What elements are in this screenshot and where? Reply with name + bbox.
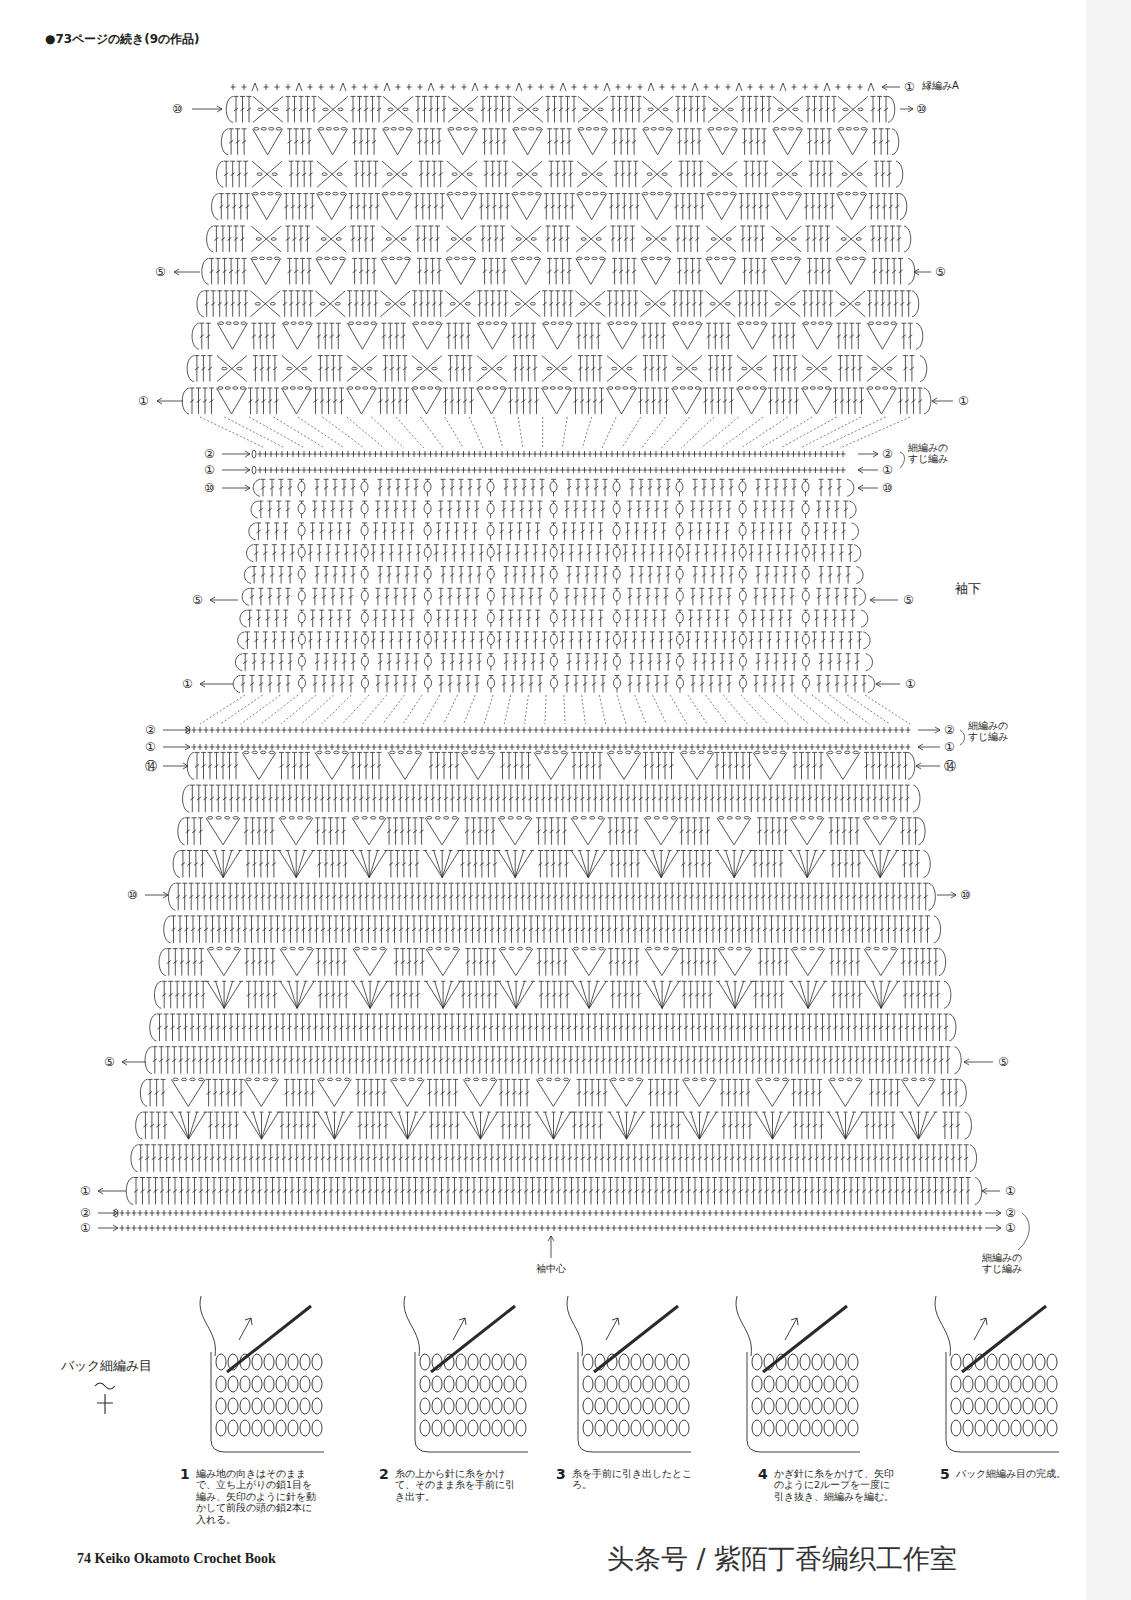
row-number: ⑩ (172, 102, 183, 116)
row-number: ① (182, 677, 193, 691)
row-number: ① (958, 394, 969, 408)
stitch-illustration (404, 1296, 528, 1452)
crochet-hook (431, 1306, 515, 1372)
row-number: ① (204, 463, 215, 477)
label-text: バック細編み目 (61, 1358, 152, 1374)
row-number: ⑤ (192, 593, 203, 607)
dashed-guide-lines (200, 417, 910, 724)
stitch-symbols-middle (233, 450, 875, 693)
crochet-hook (962, 1306, 1046, 1372)
row-number: ⑭ (944, 759, 956, 773)
row-number: ① (1005, 1221, 1016, 1235)
row-number: ① (944, 740, 955, 754)
label-text: 縁編みA (922, 80, 959, 92)
row-number: ② (1005, 1206, 1016, 1220)
crochet-hook (227, 1306, 311, 1372)
label-text: 5 (940, 1466, 950, 1483)
motion-arrow (974, 1318, 987, 1340)
row-number: ② (944, 723, 955, 737)
row-number: ⑩ (916, 102, 927, 116)
note-text: かぎ針に糸をかけて、矢印のように2ループを一度に引き抜き、細編みを編む。 (774, 1468, 899, 1502)
row-number: ① (1005, 1184, 1016, 1198)
label-text: 4 (758, 1466, 768, 1483)
back-sc-symbol (95, 1383, 115, 1414)
page-footer: 74 Keiko Okamoto Crochet Book (77, 1551, 276, 1568)
label-text: 袖中心 (536, 1263, 566, 1275)
note-text: 糸を手前に引き出したところ。 (572, 1468, 692, 1491)
note-text: 細編みの すじ編み (908, 442, 954, 465)
row-number: ② (145, 723, 156, 737)
leader-arrow (98, 84, 1001, 1258)
row-number: ⑩ (960, 888, 971, 902)
row-number: ① (145, 740, 156, 754)
row-number: ② (882, 447, 893, 461)
row-number: ② (80, 1206, 91, 1220)
row-number: ① (904, 80, 915, 94)
label-text: 3 (556, 1466, 566, 1483)
stitch-illustration (567, 1296, 691, 1452)
note-text: 細編みの すじ編み (968, 720, 1014, 743)
row-number: ⑩ (204, 481, 215, 495)
crochet-hook (763, 1306, 847, 1372)
label-text: 1 (180, 1466, 190, 1483)
row-number: ① (80, 1221, 91, 1235)
page-heading: ●73ページの続き(9の作品) (45, 32, 200, 46)
row-number: ⑤ (903, 593, 914, 607)
row-number: ② (204, 447, 215, 461)
stitch-illustration (200, 1296, 324, 1452)
motion-arrow (606, 1318, 619, 1340)
row-number: ⑩ (127, 888, 138, 902)
row-number: ⑩ (882, 481, 893, 495)
label-text: 袖下 (955, 581, 981, 597)
row-number: ⑭ (145, 759, 157, 773)
stitch-symbols-top (182, 83, 931, 414)
crochet-hook (594, 1306, 678, 1372)
watermark: 头条号 / 紫陌丁香编织工作室 (607, 1543, 957, 1575)
row-number: ⑤ (935, 265, 946, 279)
row-number: ① (138, 394, 149, 408)
note-text: 編み地の向きはそのままで、立ち上がりの鎖1目を編み、矢印のように針を動かして前段… (196, 1468, 316, 1525)
row-number: ⑤ (155, 265, 166, 279)
bracket-curve (900, 452, 1029, 1250)
stitch-illustration (935, 1296, 1059, 1452)
scan-shading (1086, 0, 1131, 1600)
motion-arrow (239, 1318, 252, 1340)
label-text: 2 (379, 1466, 389, 1483)
stitch-symbols-lower (114, 726, 983, 1231)
row-number: ⑤ (998, 1055, 1009, 1069)
note-text: 細編みの すじ編み (982, 1252, 1028, 1275)
row-number: ⑤ (104, 1055, 115, 1069)
row-number: ① (905, 677, 916, 691)
motion-arrow (453, 1318, 466, 1340)
row-number: ① (882, 463, 893, 477)
note-text: 糸の上から針に糸をかけて、そのまま糸を手前に引き出す。 (395, 1468, 515, 1502)
row-number: ① (80, 1184, 91, 1198)
note-text: バック細編み目の完成。 (956, 1468, 1106, 1479)
stitch-illustration (736, 1296, 860, 1452)
motion-arrow (785, 1318, 798, 1340)
